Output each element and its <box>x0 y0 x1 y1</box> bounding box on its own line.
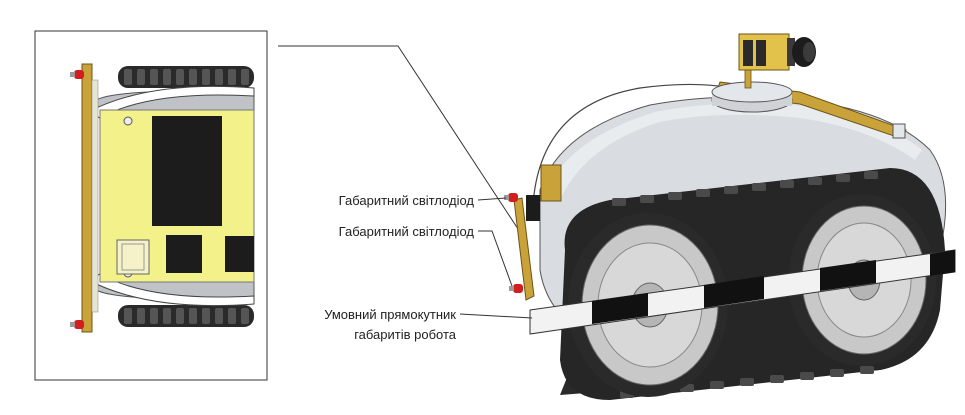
label-rect-line1: Умовний прямокутник <box>324 307 456 322</box>
rear-post <box>892 123 906 139</box>
antenna-wire <box>532 83 741 206</box>
inset-track-top <box>118 66 254 88</box>
inset-brass-strip <box>81 63 93 333</box>
bounding-rectangle <box>529 249 956 335</box>
inset-chip <box>166 235 202 273</box>
led-bottom <box>509 284 523 293</box>
inset-track-bottom <box>118 305 254 327</box>
inset-cover-bottom <box>86 273 255 307</box>
inset-cover-top <box>86 85 255 119</box>
label-led-top: Габаритний світлодіод <box>339 193 475 208</box>
leader-rect <box>459 313 533 319</box>
inset-chip <box>225 236 254 272</box>
led-top <box>504 193 518 202</box>
inset-panel <box>34 30 268 381</box>
front-bracket <box>513 197 535 301</box>
inset-screw <box>123 116 133 126</box>
robot-3d <box>504 33 956 400</box>
front-electronics <box>540 164 562 202</box>
inset-leader-line <box>278 45 521 233</box>
label-led-bottom: Габаритний світлодіод <box>339 224 475 239</box>
inset-chip-large <box>152 116 222 226</box>
leader-led-bottom <box>478 230 513 287</box>
camera <box>738 33 816 89</box>
inset-led-bottom <box>70 320 84 329</box>
leader-led-top <box>477 197 507 201</box>
label-rect-line2: габаритів робота <box>354 327 457 342</box>
inset-led-top <box>70 70 84 79</box>
